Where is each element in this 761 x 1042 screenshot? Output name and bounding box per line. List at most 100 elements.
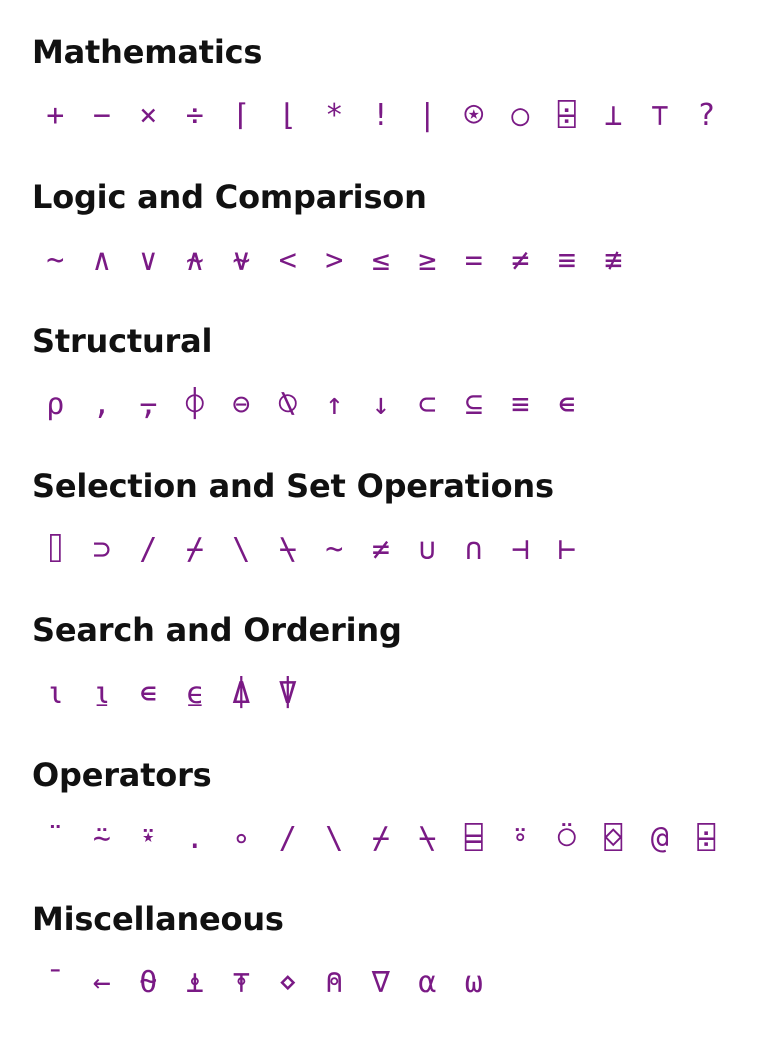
glyph-button[interactable]: ○ <box>511 98 530 133</box>
glyph-button[interactable]: ⍒ <box>278 676 297 711</box>
section-title: Operators <box>32 755 212 794</box>
glyph-row: ¯ ← ⍬ ⍎ ⍕ ⋄ ⍝ ∇ ⍺ ⍵ <box>32 959 732 1007</box>
glyph-button[interactable]: ⊖ <box>232 387 251 422</box>
glyph-button[interactable]: ⌽ <box>185 387 204 422</box>
glyph-button[interactable]: \ <box>232 531 251 567</box>
glyph-button[interactable]: ∧ <box>92 242 111 278</box>
glyph-button[interactable]: − <box>92 98 111 133</box>
section-title: Search and Ordering <box>32 611 402 649</box>
glyph-button[interactable]: ∪ <box>418 531 437 567</box>
glyph-button[interactable]: × <box>139 98 158 133</box>
glyph-button[interactable]: ¨ <box>46 820 65 856</box>
glyph-button[interactable]: | <box>418 98 437 133</box>
glyph-row: ~ ∧ ∨ ⍲ ⍱ < > ≤ ≥ = ≠ ≡ ≢ <box>32 237 732 285</box>
glyph-button[interactable]: ⍎ <box>185 965 204 1000</box>
glyph-button[interactable]: ∊ <box>557 387 576 422</box>
glyph-button[interactable]: ∩ <box>464 531 483 567</box>
glyph-button[interactable]: ≥ <box>418 242 437 278</box>
glyph-button[interactable]: \ <box>325 820 344 856</box>
glyph-button[interactable]: + <box>46 98 65 133</box>
glyph-button[interactable]: ~ <box>46 242 65 278</box>
glyph-button[interactable]: ⍲ <box>185 242 204 278</box>
glyph-button[interactable]: ⌹ <box>697 820 716 856</box>
glyph-button[interactable]: ¯ <box>46 965 65 1000</box>
glyph-button[interactable]: ⍳ <box>46 676 65 711</box>
glyph-button[interactable]: * <box>325 98 344 133</box>
glyph-button[interactable]: ⍤ <box>511 820 530 856</box>
glyph-button[interactable]: @ <box>650 820 669 856</box>
glyph-button[interactable]: ≡ <box>557 242 576 278</box>
glyph-button[interactable]: ⍕ <box>232 965 251 1000</box>
glyph-button[interactable]: ↑ <box>325 387 344 422</box>
glyph-button[interactable]: = <box>464 242 483 278</box>
glyph-button[interactable]: ⍥ <box>557 820 576 856</box>
glyph-button[interactable]: ⍀ <box>418 820 437 856</box>
glyph-button[interactable]: ⍺ <box>418 965 437 1000</box>
glyph-button[interactable]: ⊣ <box>511 531 530 567</box>
glyph-button[interactable]: ~ <box>325 531 344 567</box>
glyph-button[interactable]: ∊ <box>139 676 158 711</box>
glyph-button[interactable]: ⍀ <box>278 531 297 567</box>
glyph-button[interactable]: / <box>139 531 158 567</box>
glyph-button[interactable]: ! <box>371 98 390 133</box>
glyph-row: ⌷ ⊃ / ⌿ \ ⍀ ~ ≠ ∪ ∩ ⊣ ⊢ <box>32 526 732 574</box>
section-title: Miscellaneous <box>32 900 284 938</box>
glyph-button[interactable]: ⌺ <box>604 820 623 856</box>
section-title: Mathematics <box>32 33 263 71</box>
glyph-button[interactable]: ↓ <box>371 387 390 422</box>
glyph-button[interactable]: < <box>278 242 297 278</box>
glyph-button[interactable]: > <box>325 242 344 278</box>
glyph-button[interactable]: ⍝ <box>325 965 344 1000</box>
glyph-button[interactable]: ⍪ <box>139 387 158 422</box>
glyph-button[interactable]: ⍉ <box>278 387 297 422</box>
glyph-button[interactable]: ∘ <box>232 820 251 856</box>
glyph-button[interactable]: / <box>278 820 297 856</box>
glyph-button[interactable]: ⊆ <box>464 387 483 422</box>
glyph-button[interactable]: ← <box>92 965 111 1000</box>
glyph-button[interactable]: ⍬ <box>139 965 158 1000</box>
section-structural: Structural ⍴, ⍪ ⌽ ⊖ ⍉ ↑ ↓ ⊂ ⊆ ≡ ∊ <box>32 319 732 464</box>
glyph-row: ⍴, ⍪ ⌽ ⊖ ⍉ ↑ ↓ ⊂ ⊆ ≡ ∊ <box>32 381 732 429</box>
glyph-button[interactable]: ∨ <box>139 242 158 278</box>
glyph-row: ¨ ⍨ ⍣. ∘ / \ ⌿ ⍀ ⌸ ⍤ ⍥ ⌺ @ ⌹ <box>32 815 732 863</box>
section-operators: Operators ¨ ⍨ ⍣. ∘ / \ ⌿ ⍀ ⌸ ⍤ ⍥ ⌺ @ ⌹ <box>32 753 732 898</box>
glyph-button[interactable]: ⊃ <box>92 531 111 567</box>
glyph-button[interactable]: ≢ <box>604 242 623 278</box>
glyph-button[interactable]: ⌿ <box>371 820 390 856</box>
glyph-button[interactable]: ≤ <box>371 242 390 278</box>
glyph-button[interactable]: ⊥ <box>604 98 623 133</box>
glyph-button[interactable]: ≠ <box>371 531 390 567</box>
glyph-row: ⍳ ⍸ ∊ ⍷ ⍋ ⍒ <box>32 670 732 718</box>
glyph-button[interactable]: ÷ <box>185 98 204 133</box>
glyph-button[interactable]: ⊂ <box>418 387 437 422</box>
glyph-button[interactable]: ⍷ <box>185 676 204 711</box>
glyph-button[interactable]: ∇ <box>371 965 390 1000</box>
glyph-button[interactable]: ⍣ <box>139 820 158 856</box>
section-title: Structural <box>32 322 213 360</box>
section-search-and-ordering: Search and Ordering ⍳ ⍸ ∊ ⍷ ⍋ ⍒ <box>32 608 732 753</box>
glyph-button[interactable]: , <box>92 387 111 422</box>
glyph-button[interactable]: ⌷ <box>46 531 65 567</box>
glyph-button[interactable]: ⍵ <box>464 965 483 1000</box>
glyph-button[interactable]: ⍴ <box>46 387 65 422</box>
glyph-button[interactable]: ⍟ <box>464 98 483 133</box>
glyph-button[interactable]: ⌿ <box>185 531 204 567</box>
glyph-button[interactable]: ⍱ <box>232 242 251 278</box>
glyph-button[interactable]: ≠ <box>511 242 530 278</box>
glyph-button[interactable]: ⊤ <box>650 98 669 133</box>
glyph-button[interactable]: . <box>185 820 204 856</box>
glyph-button[interactable]: ? <box>697 98 716 133</box>
glyph-button[interactable]: ⌹ <box>557 98 576 133</box>
glyph-button[interactable]: ⌊ <box>278 98 297 133</box>
section-title: Selection and Set Operations <box>32 466 554 505</box>
glyph-button[interactable]: ⍸ <box>92 676 111 711</box>
section-logic-and-comparison: Logic and Comparison ~∧∨⍲⍱<>≤≥=≠≡≢ <box>32 175 732 320</box>
glyph-button[interactable]: ⌈ <box>232 98 251 133</box>
glyph-button[interactable]: ⊢ <box>557 531 576 567</box>
glyph-button[interactable]: ⌸ <box>464 820 483 856</box>
section-miscellaneous: Miscellaneous ¯ ← ⍬ ⍎ ⍕ ⋄ ⍝ ∇ ⍺ ⍵ <box>32 897 732 1042</box>
glyph-button[interactable]: ⋄ <box>278 965 297 1000</box>
glyph-button[interactable]: ⍨ <box>92 820 111 856</box>
glyph-button[interactable]: ≡ <box>511 387 530 422</box>
glyph-button[interactable]: ⍋ <box>232 676 251 711</box>
